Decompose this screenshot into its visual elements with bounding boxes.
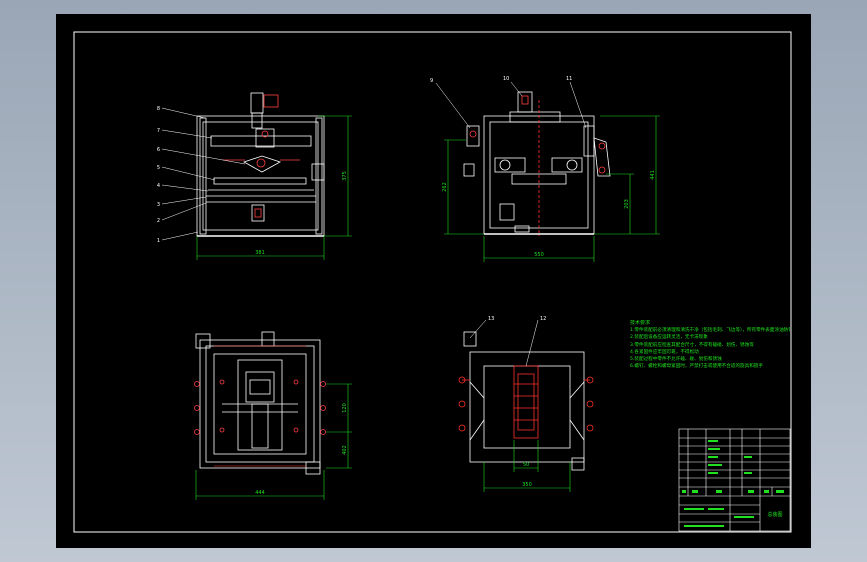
top-dim-width: 444 bbox=[255, 490, 265, 496]
title-block-label: 总装图 bbox=[767, 511, 782, 518]
tech-requirement-line: 6.螺钉、螺栓和螺母紧固时，严禁打击或使用不合适的旋具和扳手 bbox=[630, 364, 764, 370]
tech-requirements: 技术要求 1.零件装配前必须清理和清洗干净（包括毛刺、飞边等），所有零件表面涂油… bbox=[630, 320, 790, 370]
balloon-3: 3 bbox=[157, 202, 160, 208]
bottom-view-leaders bbox=[469, 319, 539, 367]
side-dim-right-lower: 203 bbox=[624, 199, 630, 209]
tech-requirement-line: 4.各紧固件应牢固可靠，不得松动 bbox=[630, 349, 699, 355]
side-view-dimensions bbox=[444, 115, 660, 262]
tech-requirement-line: 5.装配过程中零件不允许磕、碰、划伤和锈蚀 bbox=[630, 357, 722, 363]
front-view-leaders bbox=[161, 107, 246, 241]
side-dim-left: 262 bbox=[442, 182, 448, 192]
balloon-9: 9 bbox=[430, 78, 433, 84]
front-view-balloons: 8 7 6 5 4 3 2 1 bbox=[157, 106, 160, 244]
front-view-dimensions bbox=[196, 115, 352, 260]
bottom-view-dimensions bbox=[483, 440, 571, 492]
front-frame-inner bbox=[202, 121, 319, 231]
drawing-border bbox=[73, 31, 792, 533]
balloon-13: 13 bbox=[488, 316, 494, 322]
front-dim-height: 375 bbox=[342, 171, 348, 181]
tech-requirement-line: 2.装配后设备应运转灵活，无卡滞现象 bbox=[630, 335, 708, 341]
balloon-4: 4 bbox=[157, 183, 160, 189]
title-block bbox=[678, 428, 791, 532]
top-view bbox=[194, 331, 326, 475]
top-view-dimensions bbox=[195, 383, 352, 500]
front-frame-outer bbox=[196, 115, 325, 237]
bottom-dim-inner: 50 bbox=[523, 462, 529, 468]
balloon-7: 7 bbox=[157, 128, 160, 134]
top-dim-right-upper: 120 bbox=[342, 403, 348, 413]
tech-requirement-line: 3.零件装配前应检查其配合尺寸，不得有磕碰、划伤、锈蚀等 bbox=[630, 342, 754, 348]
side-view-leaders bbox=[435, 81, 587, 129]
side-dim-width: 550 bbox=[534, 252, 544, 258]
tech-requirement-line: 1.零件装配前必须清理和清洗干净（包括毛刺、飞边等），所有零件表面涂油防锈 bbox=[630, 328, 790, 334]
balloon-11: 11 bbox=[566, 76, 572, 82]
balloon-8: 8 bbox=[157, 106, 160, 112]
balloon-10: 10 bbox=[503, 76, 509, 82]
bottom-view bbox=[463, 331, 585, 471]
balloon-1: 1 bbox=[157, 238, 160, 244]
balloon-5: 5 bbox=[157, 165, 160, 171]
side-view-balloons: 9 10 11 bbox=[430, 76, 572, 84]
balloon-2: 2 bbox=[157, 218, 160, 224]
drawing-sheet bbox=[56, 14, 811, 548]
balloon-6: 6 bbox=[157, 147, 160, 153]
front-view bbox=[196, 92, 325, 237]
side-view bbox=[463, 91, 611, 235]
balloon-12: 12 bbox=[540, 316, 546, 322]
side-dim-right: 441 bbox=[650, 170, 656, 180]
title-block-fills bbox=[682, 440, 784, 527]
tech-requirements-title: 技术要求 bbox=[630, 320, 651, 326]
front-dim-width: 381 bbox=[255, 250, 265, 256]
top-dim-right-lower: 402 bbox=[342, 445, 348, 455]
bottom-dim-width: 350 bbox=[522, 482, 532, 488]
bottom-view-balloons: 13 12 bbox=[488, 316, 546, 322]
